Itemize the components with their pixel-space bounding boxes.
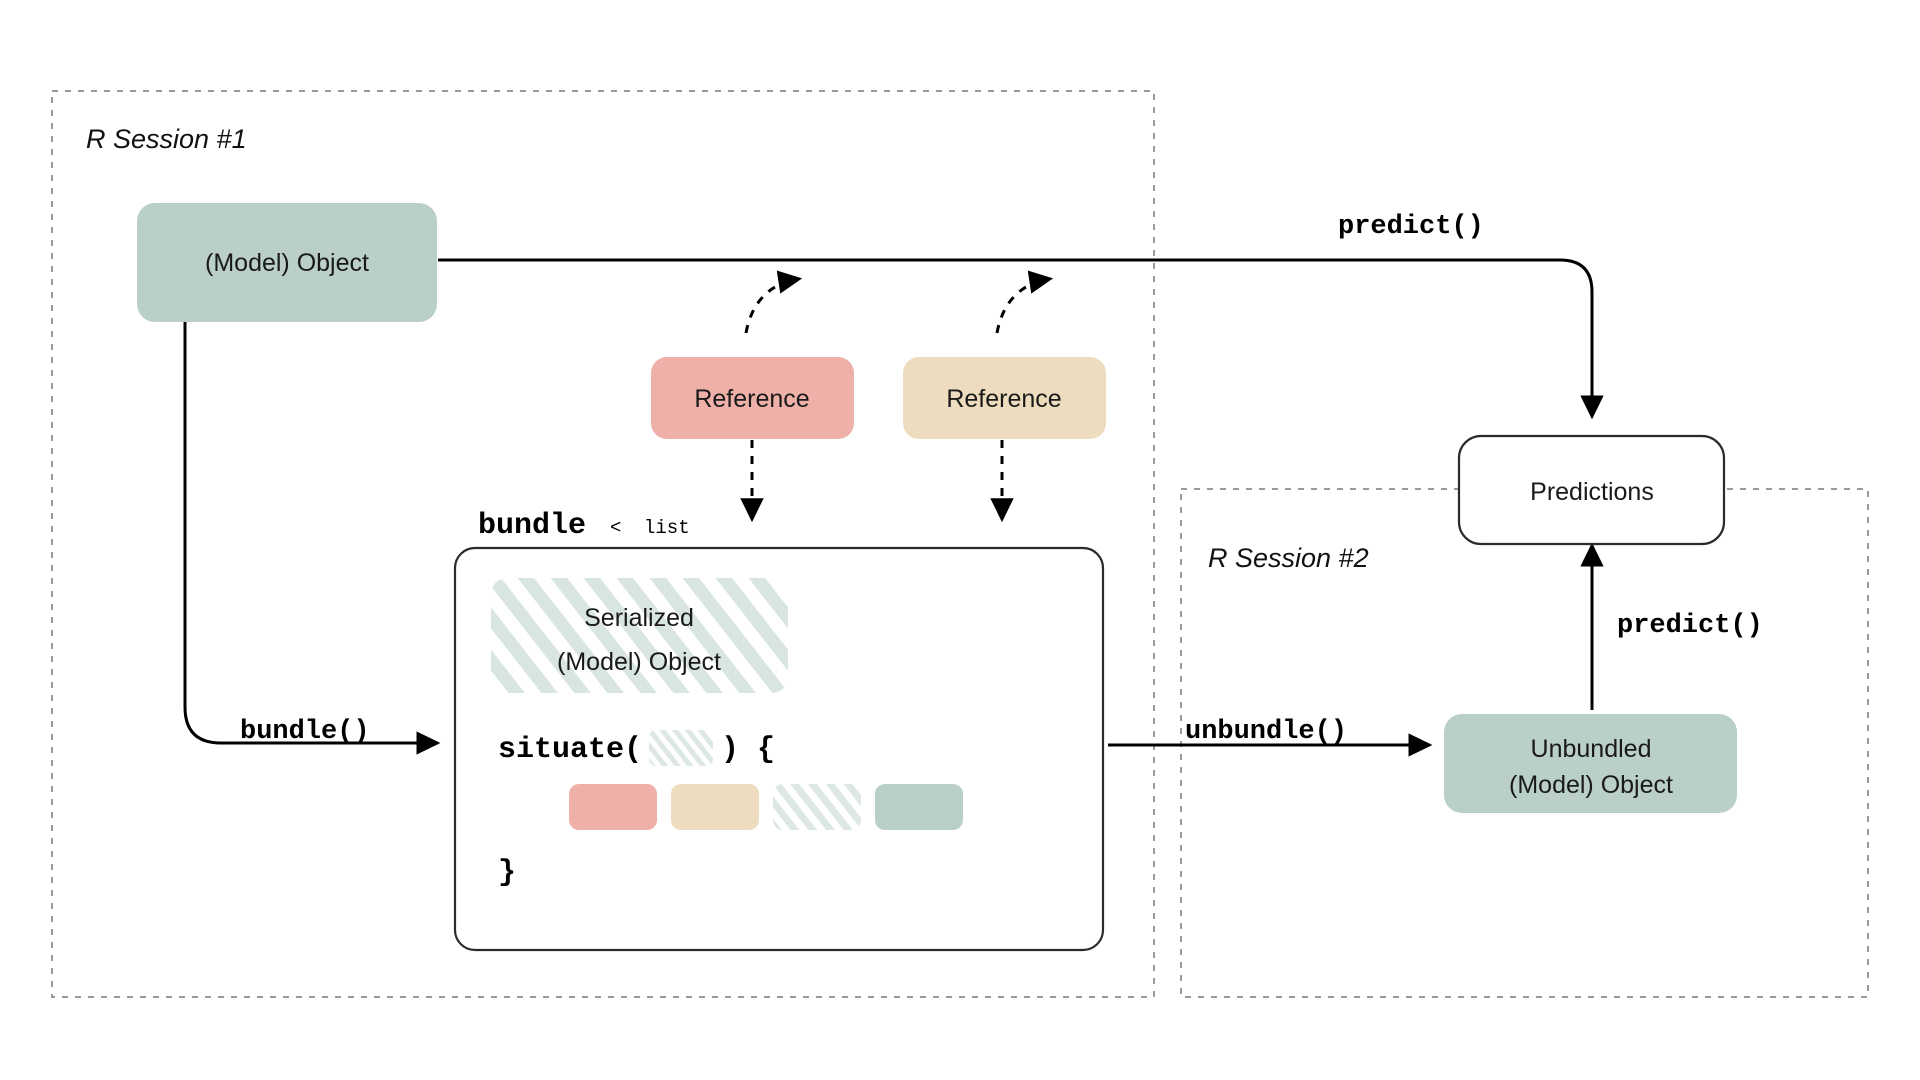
- serialized-object-line1: Serialized: [584, 604, 694, 632]
- r-session-1-label: R Session #1: [86, 124, 247, 154]
- r-session-1-boundary: [51, 90, 1155, 998]
- bundle-title: bundle: [478, 509, 586, 543]
- swatch-striped[interactable]: [773, 784, 861, 830]
- unbundle-label: unbundle(): [1185, 717, 1347, 747]
- serialized-object-line2: (Model) Object: [557, 648, 721, 676]
- swatch-tan[interactable]: [671, 784, 759, 830]
- predict-top-edge: [438, 258, 1604, 420]
- predict-session2-label: predict(): [1617, 611, 1763, 641]
- unbundled-object-line1: Unbundled: [1531, 735, 1652, 763]
- reference-tan-link: [995, 270, 1054, 334]
- reference-pink-link: [744, 270, 803, 334]
- reference-tan-label: Reference: [946, 385, 1061, 413]
- predictions-box[interactable]: [1457, 434, 1726, 546]
- unbundled-object-line2: (Model) Object: [1509, 771, 1673, 799]
- predictions-label: Predictions: [1530, 478, 1654, 506]
- bundle-label: bundle(): [240, 717, 370, 747]
- situate-closing-brace: }: [498, 856, 516, 890]
- situate-argument-chip: [649, 730, 713, 766]
- r-session-2-label: R Session #2: [1208, 543, 1369, 573]
- situate-open-code: situate(: [498, 733, 642, 767]
- reference-pink-box[interactable]: [651, 357, 854, 439]
- swatch-pink[interactable]: [569, 784, 657, 830]
- bundle-edge: [183, 322, 441, 755]
- reference-tan-box[interactable]: [903, 357, 1106, 439]
- bundle-title-separator: <: [610, 517, 621, 539]
- serialized-object-chip[interactable]: [491, 578, 788, 693]
- model-object-label: (Model) Object: [205, 249, 369, 277]
- unbundled-object-box[interactable]: [1444, 714, 1737, 813]
- model-object-box[interactable]: [137, 203, 437, 322]
- predict-top-label: predict(): [1338, 212, 1484, 242]
- reference-pink-label: Reference: [694, 385, 809, 413]
- situate-close-code: ) {: [721, 733, 775, 767]
- bundle-title-class: list: [644, 517, 690, 539]
- swatch-green[interactable]: [875, 784, 963, 830]
